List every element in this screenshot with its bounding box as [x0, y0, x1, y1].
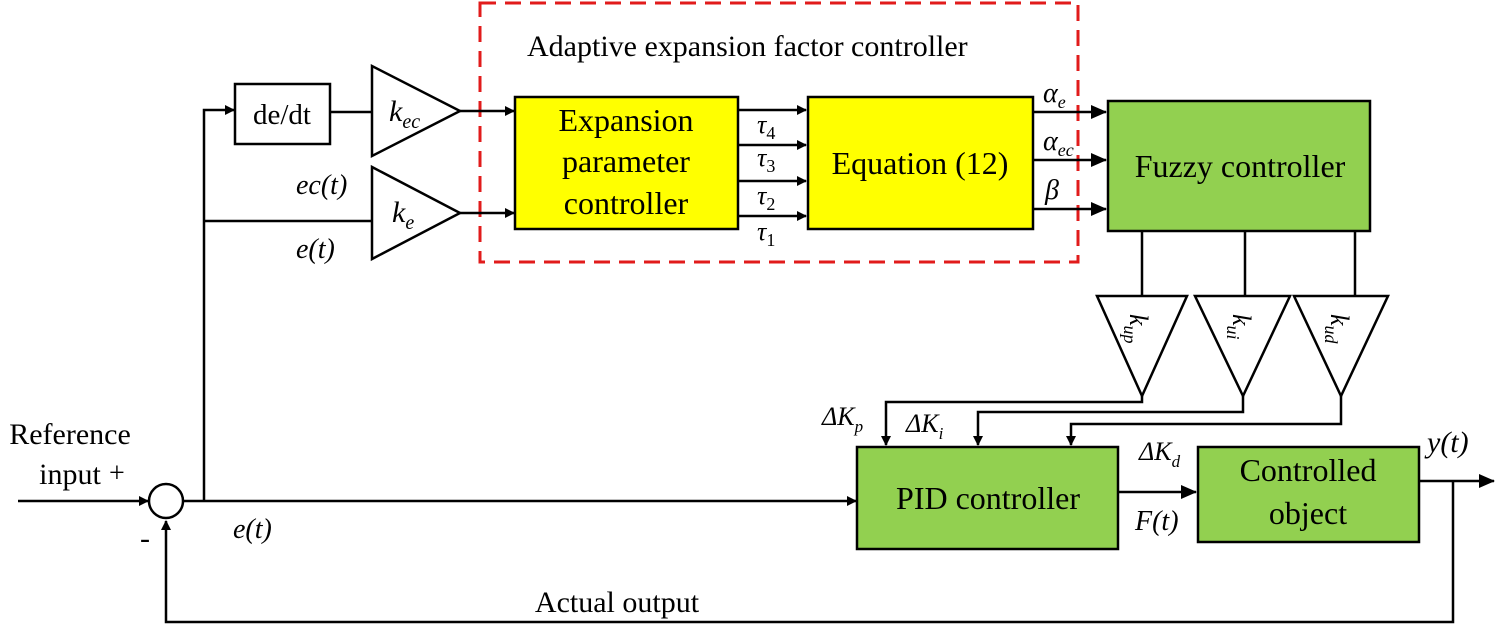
delta-ki-label: ΔKi — [905, 409, 944, 443]
alpha-e-label: αe — [1043, 78, 1066, 112]
minus-sign: - — [140, 522, 150, 555]
expansion-line2: parameter — [562, 143, 690, 179]
fuzzy-controller — [1106, 99, 1372, 233]
delta-kd-label: ΔKd — [1138, 437, 1181, 471]
reference-label-line2: input — [39, 458, 101, 491]
derivative-block — [233, 82, 332, 146]
expansion-parameter-controller — [513, 95, 740, 231]
tau1-label: τ1 — [757, 217, 775, 250]
gain-kud-label: kud — [1321, 314, 1354, 345]
reference-label-line1: Reference — [9, 418, 131, 451]
pid-controller — [855, 445, 1120, 551]
output-label: y(t) — [1424, 426, 1469, 459]
adaptive-group-border — [478, 1, 1080, 264]
pid-label: PID controller — [896, 480, 1080, 516]
expansion-line3: controller — [564, 185, 689, 221]
gain-ke-label: ke — [392, 196, 414, 234]
adaptive-group-title: Adaptive expansion factor controller — [527, 30, 968, 63]
gain-kup-triangle — [1095, 294, 1189, 400]
error-signal-label: e(t) — [233, 514, 272, 545]
ec-signal-label: ec(t) — [296, 170, 347, 201]
gain-kui-label: kui — [1223, 314, 1256, 340]
plant-line2: object — [1269, 495, 1347, 531]
fuzzy-label: Fuzzy controller — [1135, 148, 1346, 184]
gain-kec-label: kec — [389, 95, 420, 133]
plant-line1: Controlled — [1240, 452, 1377, 488]
gain-kud-triangle — [1292, 294, 1390, 399]
beta-label: β — [1044, 175, 1059, 206]
tau2-label: τ2 — [757, 181, 775, 214]
plus-sign: + — [109, 458, 125, 489]
alpha-ec-label: αec — [1043, 126, 1074, 160]
delta-kp-label: ΔKp — [821, 402, 863, 436]
control-force-label: F(t) — [1134, 506, 1179, 537]
gain-kui-triangle — [1193, 294, 1292, 399]
actual-output-label: Actual output — [535, 586, 700, 619]
e-signal-label: e(t) — [296, 234, 335, 265]
tau3-label: τ3 — [757, 143, 775, 176]
controlled-object — [1196, 445, 1421, 544]
tau4-label: τ4 — [757, 110, 775, 143]
derivative-label: de/dt — [253, 99, 311, 131]
equation-label: Equation (12) — [832, 145, 1009, 181]
equation-block — [806, 95, 1035, 231]
expansion-line1: Expansion — [558, 102, 693, 138]
gain-kup-label: kup — [1120, 314, 1153, 344]
summing-junction — [147, 482, 185, 520]
gain-ke-triangle — [370, 164, 463, 262]
